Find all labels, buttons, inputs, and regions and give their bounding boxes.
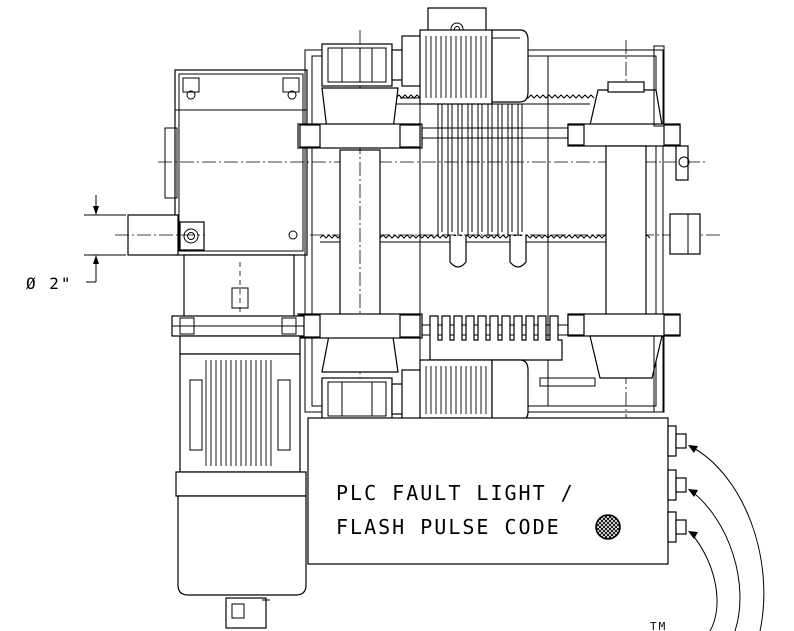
left-roller-assembly — [297, 30, 423, 430]
diameter-dimension: Ø 2" — [26, 195, 126, 293]
panel-label-line2: FLASH PULSE CODE — [336, 515, 561, 539]
upper-drive-motor — [401, 7, 529, 105]
motor-adapter — [171, 254, 305, 337]
lower-left-coupling — [321, 377, 407, 421]
lower-cooling-fins — [429, 315, 563, 361]
right-shaft-end — [669, 145, 701, 255]
upper-left-coupling — [321, 43, 407, 87]
output-shaft — [115, 214, 205, 256]
gearbox-housing — [164, 69, 308, 256]
trademark-mark: TM — [650, 620, 667, 631]
panel-label-line1: PLC FAULT LIGHT / — [336, 481, 575, 505]
plc-control-panel: PLC FAULT LIGHT / FLASH PULSE CODE — [307, 417, 687, 565]
left-vertical-motor — [175, 335, 307, 629]
upper-pulley-grooves — [437, 104, 527, 268]
cable-routing — [688, 445, 765, 631]
right-roller-assembly — [567, 40, 681, 430]
diameter-label: Ø 2" — [26, 274, 73, 293]
fault-light-icon — [595, 514, 621, 540]
